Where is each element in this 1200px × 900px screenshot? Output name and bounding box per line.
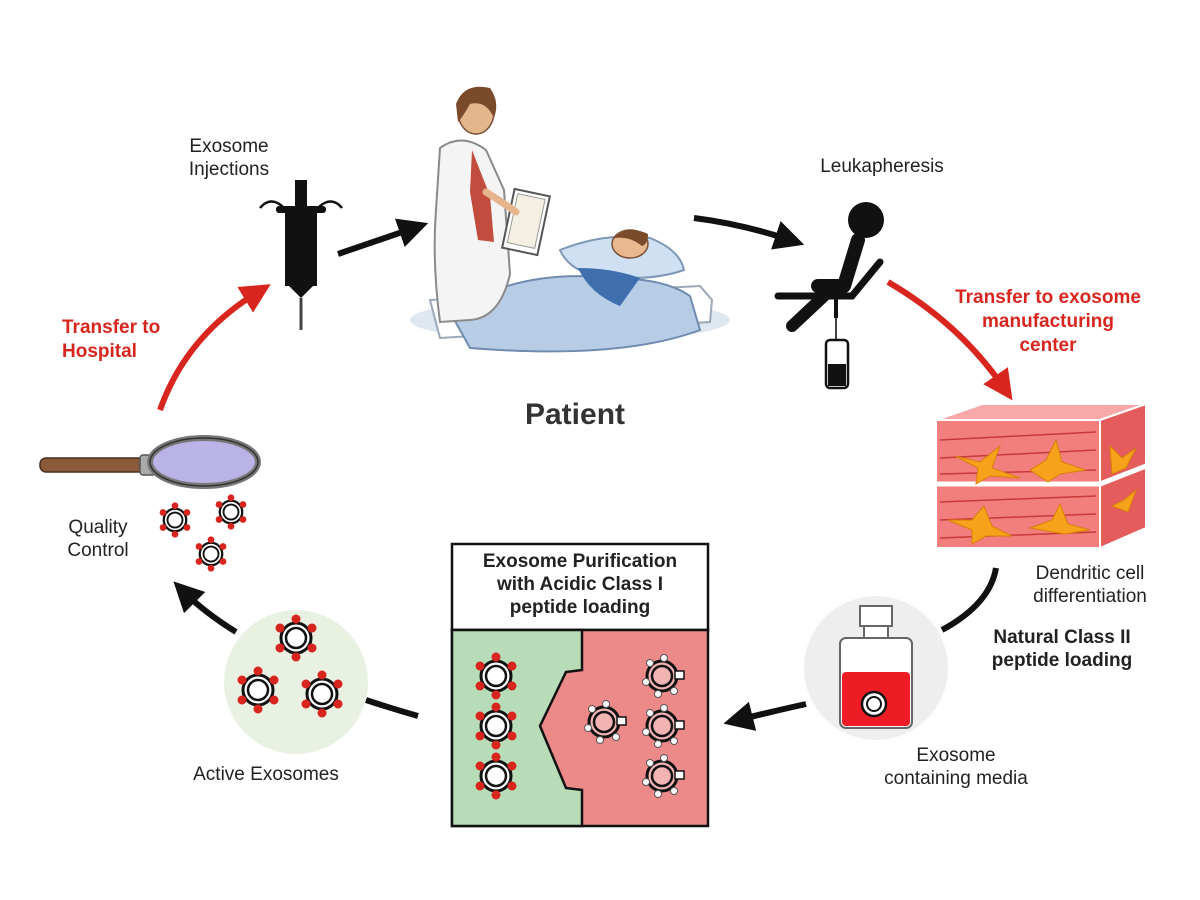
magnifier-icon [39, 435, 261, 489]
transfer-manufacturing-label: Transfer to exosome manufacturing center [955, 287, 1141, 356]
leukapheresis-chair-icon [774, 202, 884, 390]
dendritic-label: Dendritic cell differentiation [1033, 563, 1147, 607]
tissue-block-icon [935, 402, 1147, 550]
doctor-patient-icon [410, 86, 730, 353]
quality-control-label: Quality Control [67, 517, 129, 561]
active-exosomes-circle [224, 610, 368, 754]
transfer-hospital-label: Transfer to Hospital [62, 317, 161, 362]
purification-title: Exosome Purification with Acidic Class I… [482, 551, 678, 618]
syringe-icon [259, 180, 343, 330]
cycle-arrows [157, 215, 1013, 731]
patient-label: Patient [524, 398, 626, 431]
media-bottle-icon [804, 596, 948, 740]
active-exosomes-label: Active Exosomes [193, 764, 339, 785]
exosome-media-label: Exosome containing media [884, 745, 1028, 789]
leukapheresis-label: Leukapheresis [820, 156, 944, 177]
exosome-injections-label: Exosome Injections [188, 136, 270, 180]
natural-class2-label: Natural Class II peptide loading [991, 627, 1133, 671]
